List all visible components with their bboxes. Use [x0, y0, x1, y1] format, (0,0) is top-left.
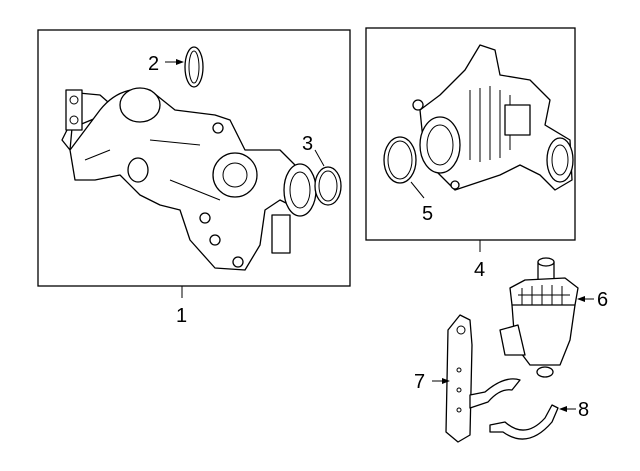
callout-3[interactable]: 3 [302, 133, 313, 155]
callout-6[interactable]: 6 [597, 289, 608, 311]
callout-1[interactable]: 1 [176, 305, 187, 327]
gasket-part-3[interactable] [314, 166, 342, 206]
callout-2[interactable]: 2 [148, 53, 159, 75]
thermostat-housing-part[interactable] [61, 87, 317, 271]
leader-line-5 [410, 181, 425, 199]
clamp-part[interactable] [489, 404, 559, 440]
thermostat-assembly-part[interactable] [412, 44, 574, 191]
pump-bracket-part[interactable] [445, 314, 521, 443]
callout-8[interactable]: 8 [578, 399, 589, 421]
leader-line-3 [314, 149, 325, 167]
auxiliary-water-pump-part[interactable] [499, 257, 579, 378]
gasket-part-2[interactable] [184, 46, 204, 88]
callout-4[interactable]: 4 [474, 259, 485, 281]
assembly-box-1 [37, 29, 351, 287]
callout-7[interactable]: 7 [414, 371, 425, 393]
assembly-box-4 [365, 27, 576, 241]
callout-5[interactable]: 5 [422, 203, 433, 225]
gasket-part-5[interactable] [383, 136, 417, 184]
